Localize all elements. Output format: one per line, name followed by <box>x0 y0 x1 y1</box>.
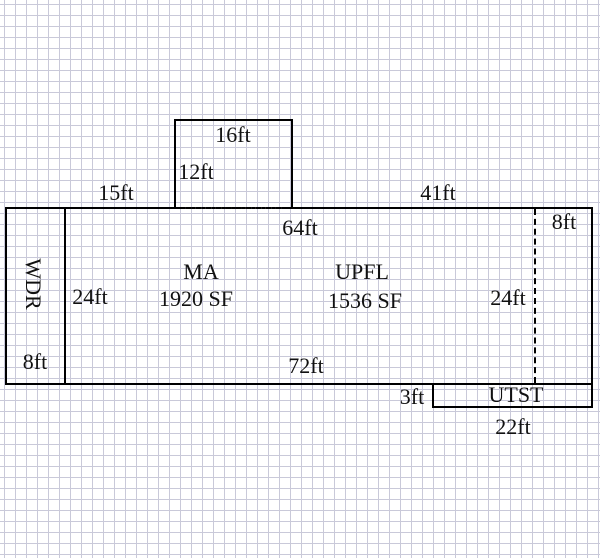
utst-wall-left <box>432 383 434 408</box>
addition-dashed-line <box>176 207 291 209</box>
main-wall-right <box>591 207 593 385</box>
main-wall-bottom <box>5 383 593 385</box>
room-label-utst: UTST <box>488 382 544 407</box>
dim-top-addition-width: 16ft <box>215 122 251 147</box>
dim-left-top-segment: 15ft <box>98 180 134 205</box>
room-label-ma: MA <box>183 259 219 284</box>
dim-top-addition-depth: 12ft <box>178 159 214 184</box>
main-wall-left <box>5 207 7 385</box>
dim-utst-depth: 3ft <box>399 384 425 409</box>
main-wall-top <box>5 207 593 209</box>
dim-right-depth: 24ft <box>490 285 526 310</box>
room-area-upfl: 1536 SF <box>328 288 402 313</box>
right-section-dashed-line <box>534 209 536 383</box>
addition-wall-top <box>174 119 293 121</box>
utst-wall-right <box>591 383 593 408</box>
utst-wall-bottom <box>432 406 593 408</box>
room-label-upfl: UPFL <box>335 259 389 284</box>
dim-utst-width: 22ft <box>495 414 531 439</box>
dim-interior-width: 64ft <box>282 215 318 240</box>
addition-wall-left <box>174 119 176 209</box>
dim-right-top-segment: 41ft <box>420 180 456 205</box>
room-label-wdr: WDR <box>21 258 46 310</box>
dim-wdr-width: 8ft <box>22 349 48 374</box>
room-area-ma: 1920 SF <box>159 286 233 311</box>
dim-wdr-depth: 24ft <box>72 284 108 309</box>
addition-wall-right <box>291 119 293 209</box>
dim-right-section-width: 8ft <box>551 209 577 234</box>
dim-total-width: 72ft <box>288 353 324 378</box>
wdr-divider <box>64 207 66 385</box>
